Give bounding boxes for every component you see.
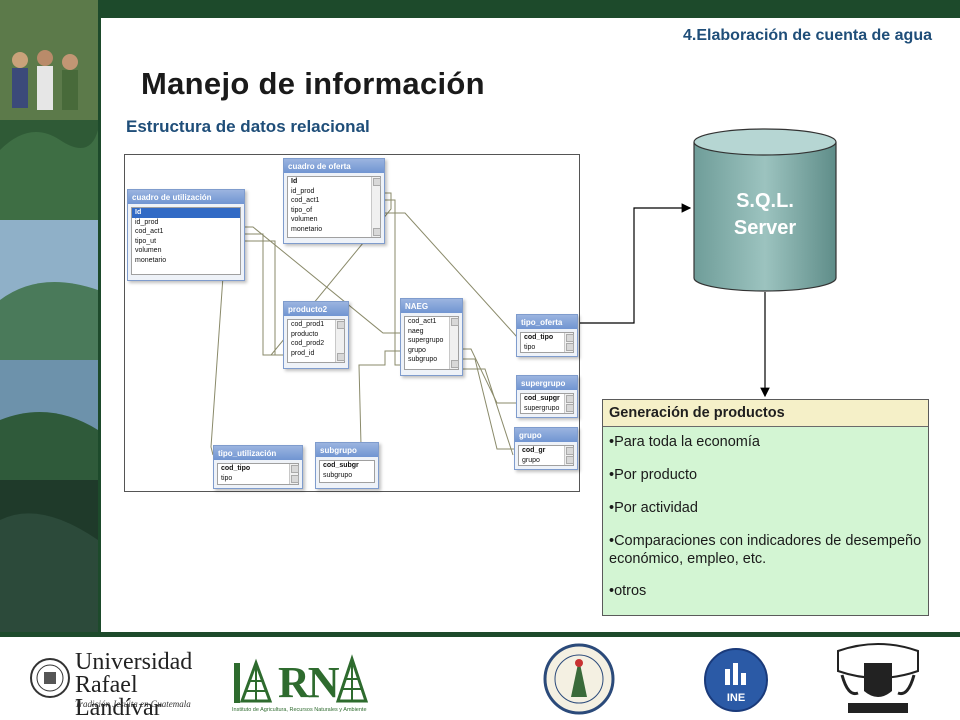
table-field[interactable]: monetario bbox=[135, 256, 167, 264]
table-field[interactable]: supergrupo bbox=[524, 404, 560, 412]
table-field[interactable]: cod_act1 bbox=[135, 228, 164, 235]
left-divider bbox=[98, 0, 101, 632]
table-field[interactable]: volumen bbox=[291, 216, 318, 223]
diagram-to-server-arrow bbox=[580, 203, 692, 324]
table-field[interactable]: grupo bbox=[522, 456, 540, 464]
list-item: •otros bbox=[609, 583, 647, 599]
table-title: cuadro de utilización bbox=[128, 190, 244, 204]
url-university-logo: Universidad Rafael Landívar Tradición Je… bbox=[0, 637, 210, 720]
table-field[interactable]: cod_tipo bbox=[524, 334, 554, 341]
iarna-logo: Instituto de Agricultura, Recursos Natur… bbox=[230, 637, 370, 720]
table-field[interactable]: Id bbox=[132, 208, 240, 218]
table-field[interactable]: producto bbox=[291, 330, 319, 338]
table-scrollbar[interactable] bbox=[564, 394, 574, 413]
table-producto2[interactable]: producto2 cod_prod1 producto cod_prod2 p… bbox=[283, 301, 349, 369]
table-title: producto2 bbox=[284, 302, 348, 316]
table-scrollbar[interactable] bbox=[371, 177, 381, 237]
bottom-divider bbox=[0, 632, 960, 637]
ine-logo: INE bbox=[703, 647, 769, 713]
table-field[interactable]: id_prod bbox=[291, 187, 315, 195]
table-field[interactable]: cod_gr bbox=[522, 447, 546, 454]
table-field[interactable]: id_prod bbox=[135, 218, 159, 226]
table-field[interactable]: Id bbox=[291, 178, 298, 185]
table-field[interactable]: naeg bbox=[408, 327, 424, 335]
table-tipo-oferta[interactable]: tipo_oferta cod_tipo tipo bbox=[516, 314, 578, 357]
server-label-line1: S.Q.L. bbox=[736, 190, 794, 212]
table-cuadro-oferta[interactable]: cuadro de oferta Id id_prod cod_act1 tip… bbox=[283, 158, 385, 244]
table-field[interactable]: prod_id bbox=[291, 349, 315, 357]
table-field[interactable]: tipo bbox=[524, 343, 536, 351]
table-naeg[interactable]: NAEG cod_act1 naeg supergrupo grupo subg… bbox=[400, 298, 463, 376]
table-tipo-utilizacion[interactable]: tipo_utilización cod_tipo tipo bbox=[213, 445, 303, 489]
banco-guatemala-logo bbox=[543, 641, 615, 717]
product-generation-box: Generación de productos •Para toda la ec… bbox=[602, 399, 929, 616]
table-field[interactable]: supergrupo bbox=[408, 337, 444, 344]
table-field[interactable]: subgrupo bbox=[323, 471, 353, 479]
server-label-line2: Server bbox=[733, 217, 797, 239]
table-field[interactable]: grupo bbox=[408, 346, 426, 354]
table-field[interactable]: monetario bbox=[291, 225, 323, 233]
table-field[interactable]: tipo_of bbox=[291, 206, 313, 214]
netherlands-crest-logo bbox=[828, 641, 928, 717]
table-field[interactable]: volumen bbox=[135, 247, 162, 254]
sql-server-database: S.Q.L. Server bbox=[693, 128, 837, 292]
database-icon bbox=[693, 128, 837, 292]
university-motto: Tradición Jesuita en Guatemala bbox=[75, 699, 191, 709]
relational-diagram: cuadro de utilización Id id_prod cod_act… bbox=[124, 154, 580, 492]
page-title: Manejo de información bbox=[141, 66, 485, 101]
table-title: NAEG bbox=[401, 299, 462, 313]
footer-logos: Universidad Rafael Landívar Tradición Je… bbox=[0, 637, 960, 720]
top-bar bbox=[0, 0, 960, 18]
table-field[interactable]: cod_prod2 bbox=[291, 340, 325, 347]
ine-label: INE bbox=[727, 692, 745, 704]
table-title: subgrupo bbox=[316, 443, 378, 457]
table-title: cuadro de oferta bbox=[284, 159, 384, 173]
table-title: supergrupo bbox=[517, 376, 577, 390]
banco-guatemala-seal-icon bbox=[543, 643, 615, 715]
table-field[interactable]: cod_act1 bbox=[408, 318, 437, 325]
table-field[interactable]: cod_subgr bbox=[323, 462, 359, 469]
university-seal-icon bbox=[30, 658, 70, 698]
royal-crest-icon bbox=[837, 643, 919, 713]
table-field[interactable]: cod_prod1 bbox=[291, 321, 325, 328]
table-field[interactable]: tipo bbox=[221, 474, 233, 482]
table-supergrupo[interactable]: supergrupo cod_supgr supergrupo bbox=[516, 375, 578, 418]
table-scrollbar[interactable] bbox=[335, 320, 345, 362]
table-field[interactable]: subgrupo bbox=[408, 356, 438, 363]
table-scrollbar[interactable] bbox=[449, 317, 459, 369]
list-item: •Por actividad bbox=[609, 500, 698, 516]
section-label: 4.Elaboración de cuenta de agua bbox=[683, 27, 932, 44]
university-name-line2: Rafael Landívar bbox=[75, 672, 162, 720]
university-name-line1: Universidad bbox=[75, 649, 193, 675]
table-cuadro-utilizacion[interactable]: cuadro de utilización Id id_prod cod_act… bbox=[127, 189, 245, 281]
list-item: •Comparaciones con indicadores de desemp… bbox=[609, 533, 922, 567]
table-scrollbar[interactable] bbox=[564, 333, 574, 352]
landscape-photo bbox=[0, 0, 98, 632]
table-field[interactable]: cod_supgr bbox=[524, 395, 560, 402]
table-field[interactable]: cod_act1 bbox=[291, 197, 320, 204]
list-item: •Para toda la economía bbox=[609, 434, 760, 450]
table-field[interactable]: tipo_ut bbox=[135, 237, 157, 245]
iarna-caption: Instituto de Agricultura, Recursos Natur… bbox=[232, 707, 367, 713]
iarna-name: RN bbox=[278, 658, 340, 707]
iarna-trees-icon bbox=[234, 654, 369, 703]
product-generation-list: •Para toda la economía •Por producto •Po… bbox=[603, 427, 928, 615]
table-field[interactable]: cod_tipo bbox=[221, 465, 251, 472]
table-title: tipo_utilización bbox=[214, 446, 302, 460]
table-scrollbar[interactable] bbox=[564, 446, 574, 465]
table-title: tipo_oferta bbox=[517, 315, 577, 329]
list-item: •Por producto bbox=[609, 467, 698, 483]
table-title: grupo bbox=[515, 428, 577, 442]
product-generation-title: Generación de productos bbox=[603, 400, 928, 427]
table-grupo[interactable]: grupo cod_gr grupo bbox=[514, 427, 578, 470]
ine-globe-icon: INE bbox=[704, 648, 768, 712]
table-subgrupo[interactable]: subgrupo cod_subgr subgrupo bbox=[315, 442, 379, 489]
relationship-lines bbox=[210, 192, 518, 456]
page-subtitle: Estructura de datos relacional bbox=[126, 117, 370, 136]
table-scrollbar[interactable] bbox=[289, 464, 299, 484]
